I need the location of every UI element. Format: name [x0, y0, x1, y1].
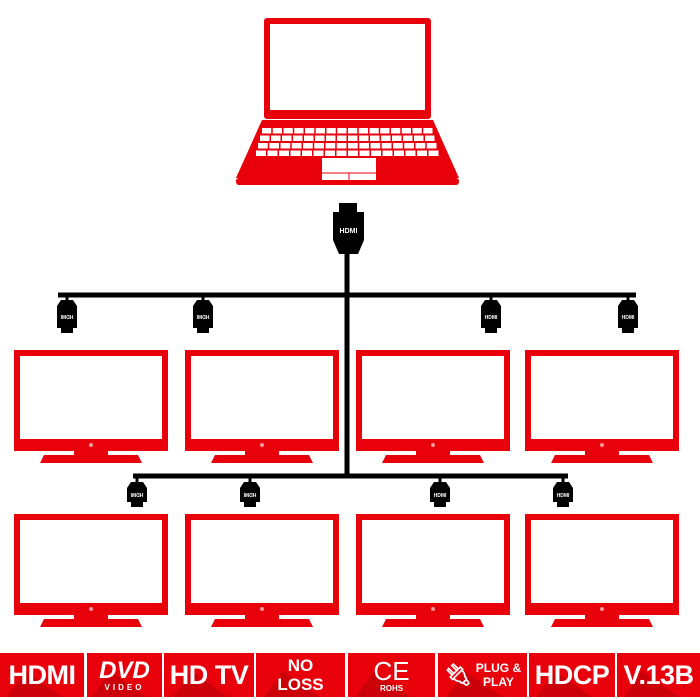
badge-version: V.13B — [617, 653, 700, 697]
hdmi-plug-icon: HDMI — [430, 476, 450, 507]
badge-hdcp: HDCP — [529, 653, 615, 697]
hdmi-connector-icon: HDMI — [333, 203, 364, 254]
badge-plug-and-play: 🔌︎PLUG &PLAY — [438, 653, 527, 697]
svg-text:HDMI: HDMI — [434, 493, 447, 499]
svg-text:HDMI: HDMI — [622, 315, 635, 321]
tv-monitor-icon — [356, 350, 510, 463]
plug-icon: 🔌︎ — [443, 662, 472, 687]
hdmi-plug-icon: HDMI — [618, 294, 638, 333]
svg-text:HDMI: HDMI — [340, 228, 358, 235]
hdmi-plug-icon: HDMI — [240, 476, 260, 507]
tv-monitor-icon — [356, 514, 510, 627]
svg-text:HDMI: HDMI — [60, 313, 73, 319]
svg-text:HDMI: HDMI — [196, 313, 209, 319]
hdmi-plug-icon: HDMI — [57, 294, 77, 333]
hdmi-plug-icon: HDMI — [127, 476, 147, 507]
cable-lines — [58, 254, 636, 479]
badge-hd-tv: HD TV — [164, 653, 254, 697]
hdmi-plug-icon: HDMI — [553, 476, 573, 507]
hdmi-plug-icon: HDMI — [481, 294, 501, 333]
badge-hdmi: HDMI — [0, 653, 84, 697]
svg-text:HDMI: HDMI — [557, 493, 570, 499]
splitter-diagram: HDMI HDMI HDMI HDMI HDMI HDMI HDMI HDMI HDMI — [14, 18, 679, 627]
hdmi-plug-icon: HDMI — [193, 294, 213, 333]
tv-monitor-icon — [525, 350, 679, 463]
svg-text:HDMI: HDMI — [243, 491, 256, 497]
svg-text:HDMI: HDMI — [130, 491, 143, 497]
laptop-icon — [236, 18, 459, 185]
tv-monitor-icon — [185, 514, 339, 627]
tv-monitor-icon — [14, 514, 168, 627]
tv-monitor-icon — [14, 350, 168, 463]
svg-text:HDMI: HDMI — [485, 315, 498, 321]
tv-monitor-icon — [525, 514, 679, 627]
tv-monitor-icon — [185, 350, 339, 463]
